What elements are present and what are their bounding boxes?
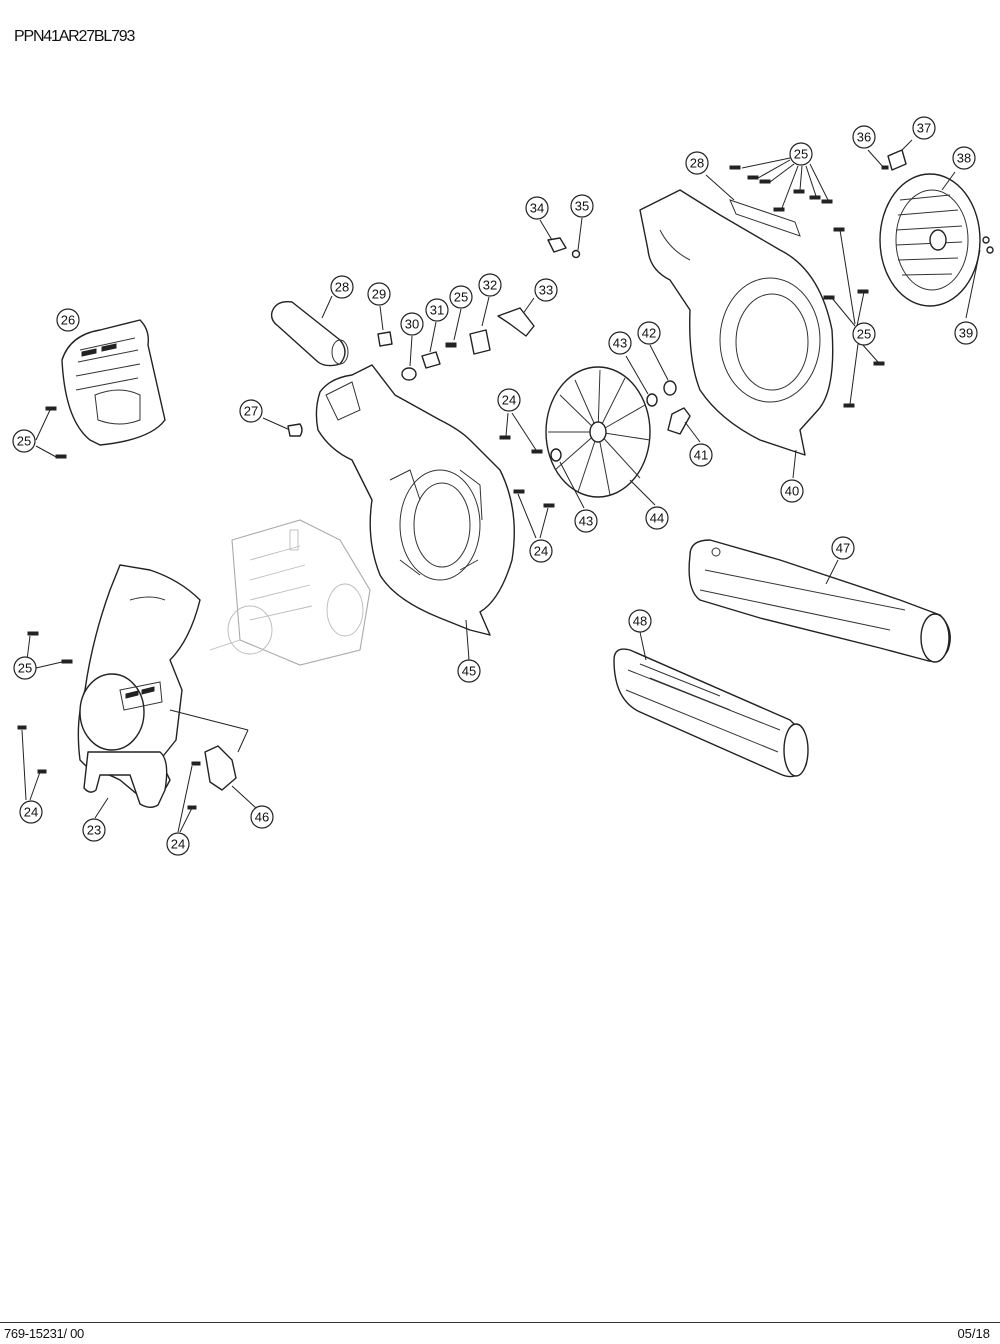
callout-35-label: 35 <box>575 199 589 214</box>
callout-47: 47 <box>831 536 855 560</box>
small-parts-29-33 <box>377 296 535 381</box>
callout-38: 38 <box>952 146 976 170</box>
callout-44-label: 44 <box>650 511 664 526</box>
callout-34-label: 34 <box>530 201 544 216</box>
callout-41: 41 <box>689 443 713 467</box>
engine-ghosted <box>209 519 371 666</box>
callout-23-label: 23 <box>87 823 101 838</box>
part-45-main-housing <box>315 364 515 661</box>
callout-24-c: 24 <box>497 388 521 412</box>
part-46-trigger <box>169 709 257 833</box>
callout-33: 33 <box>534 278 558 302</box>
part-40-volute-housing <box>639 189 834 479</box>
screws-24-middle <box>499 412 555 539</box>
callout-40: 40 <box>780 479 804 503</box>
part-28-bar <box>705 174 735 201</box>
callout-41-label: 41 <box>694 448 708 463</box>
callout-39: 39 <box>954 321 978 345</box>
callout-36: 36 <box>852 125 876 149</box>
callout-25-c: 25 <box>449 285 473 309</box>
callout-30-label: 30 <box>405 317 419 332</box>
callout-25-b: 25 <box>13 656 37 680</box>
callout-37: 37 <box>912 116 936 140</box>
callout-35: 35 <box>570 194 594 218</box>
parts-36-37 <box>867 139 913 171</box>
part-38-starter <box>879 171 994 319</box>
part-26-rear-cover <box>61 319 166 446</box>
callout-25-a: 25 <box>12 429 36 453</box>
part-23-front-housing <box>77 564 201 819</box>
callout-38-label: 38 <box>957 151 971 166</box>
callout-46: 46 <box>250 805 274 829</box>
callout-27: 27 <box>239 399 263 423</box>
screws-25-left <box>35 406 67 459</box>
callout-31-label: 31 <box>430 303 444 318</box>
document-number: 769-15231/ 00 <box>4 1326 84 1341</box>
screws-25-right <box>823 227 885 408</box>
callout-24-b: 24 <box>166 832 190 856</box>
callout-42: 42 <box>637 321 661 345</box>
callout-36-label: 36 <box>857 130 871 145</box>
callout-26: 26 <box>56 308 80 332</box>
callout-48-label: 48 <box>633 614 647 629</box>
callout-47-label: 47 <box>836 541 850 556</box>
callout-45: 45 <box>457 659 481 683</box>
revision-date: 05/18 <box>957 1326 990 1341</box>
callout-30: 30 <box>400 312 424 336</box>
callout-26-label: 26 <box>61 313 75 328</box>
callout-25-d-label: 25 <box>794 147 808 162</box>
callout-24-a: 24 <box>19 800 43 824</box>
parts-34-35 <box>539 217 583 259</box>
callout-42-label: 42 <box>642 326 656 341</box>
callout-25-e: 25 <box>852 322 876 346</box>
callout-34: 34 <box>525 196 549 220</box>
callout-28-b: 28 <box>685 151 709 175</box>
callout-25-a-label: 25 <box>17 434 31 449</box>
callout-43-b: 43 <box>574 509 598 533</box>
callout-29-label: 29 <box>372 287 386 302</box>
callout-33-label: 33 <box>539 283 553 298</box>
callout-24-c-label: 24 <box>502 393 516 408</box>
callout-39-label: 39 <box>959 326 973 341</box>
callout-24-b-label: 24 <box>171 837 185 852</box>
callout-23: 23 <box>82 818 106 842</box>
callout-27-label: 27 <box>244 404 258 419</box>
parts-41-43 <box>550 344 701 509</box>
callout-25-c-label: 25 <box>454 290 468 305</box>
part-48-nozzle <box>613 631 809 778</box>
screws-25-top-right <box>729 157 833 212</box>
callout-28-a: 28 <box>330 275 354 299</box>
model-number: PPN41AR27BL793 <box>14 28 135 45</box>
callout-24-a-label: 24 <box>24 805 38 820</box>
callout-32: 32 <box>478 273 502 297</box>
footer-divider <box>0 1322 1000 1323</box>
callout-29: 29 <box>367 282 391 306</box>
callout-28-a-label: 28 <box>335 280 349 295</box>
callout-32-label: 32 <box>483 278 497 293</box>
part-47-tube <box>688 539 951 663</box>
callout-25-d: 25 <box>789 142 813 166</box>
callout-43-a: 43 <box>608 331 632 355</box>
callout-43-b-label: 43 <box>579 514 593 529</box>
callout-24-d-label: 24 <box>534 544 548 559</box>
part-28-tube <box>270 295 349 367</box>
callout-37-label: 37 <box>917 121 931 136</box>
screws-near-23 <box>17 631 73 801</box>
callout-25-b-label: 25 <box>18 661 32 676</box>
callout-40-label: 40 <box>785 484 799 499</box>
callout-45-label: 45 <box>462 664 476 679</box>
callout-48: 48 <box>628 609 652 633</box>
callout-24-d: 24 <box>529 539 553 563</box>
callout-44: 44 <box>645 506 669 530</box>
part-27-knob <box>262 417 303 437</box>
callout-25-e-label: 25 <box>857 327 871 342</box>
callout-31: 31 <box>425 298 449 322</box>
callout-43-a-label: 43 <box>613 336 627 351</box>
callout-46-label: 46 <box>255 810 269 825</box>
callout-28-b-label: 28 <box>690 156 704 171</box>
part-44-fan <box>545 366 656 506</box>
